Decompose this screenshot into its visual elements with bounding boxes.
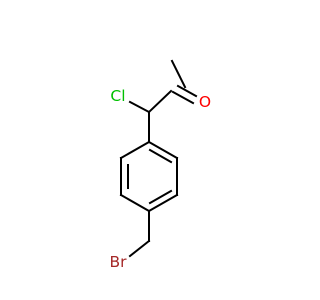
bond-methyl-carbonyl [170,59,187,89]
ring-bond-6 [119,140,151,160]
molecule-canvas: Cl O Br [109,59,212,271]
bond-methylene-bromine [128,239,151,258]
ring-bond-1 [147,140,179,160]
bond-carbonyl-oxygen-a [171,90,195,105]
ring-inner-bond-1 [148,148,173,164]
structure-diagram: Cl O Br [109,59,211,271]
ring-inner-bond-2 [148,189,173,205]
atom-oxygen-label: O [199,93,211,111]
ring-bond-4 [119,193,151,213]
bond-chiral-chlorine [128,100,151,114]
bond-carbonyl-chiral [147,89,173,114]
atom-chlorine-label: Cl [110,87,125,105]
ring-bond-3 [147,193,179,213]
bond-carbonyl-oxygen-b [176,84,198,98]
atom-bromine-label: Br [109,253,127,271]
